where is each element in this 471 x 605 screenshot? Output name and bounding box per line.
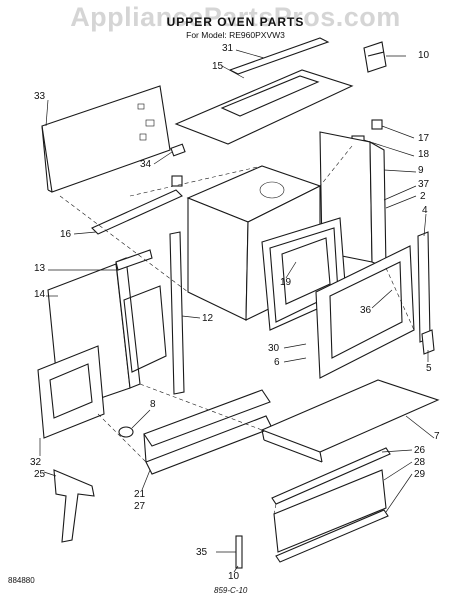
part-top-strip (228, 37, 330, 75)
callout-10-bottom: 10 (228, 571, 240, 582)
part-right-strip (417, 231, 431, 343)
callout-35: 35 (196, 547, 208, 558)
callout-16: 16 (60, 229, 72, 240)
part-strip-35 (235, 535, 243, 569)
part-post-12 (169, 231, 185, 395)
part-top-panel (174, 69, 354, 145)
part-front-frame (315, 245, 415, 379)
callout-33: 33 (34, 91, 46, 102)
callout-34: 34 (140, 159, 152, 170)
part-bracket-5 (421, 329, 435, 355)
callout-37: 37 (418, 179, 430, 190)
part-strip-29 (275, 509, 389, 563)
part-bracket-13 (115, 249, 153, 271)
callout-19: 19 (280, 277, 292, 288)
callout-25: 25 (34, 469, 46, 480)
callout-4: 4 (422, 205, 428, 216)
drawing-code: 884880 (8, 576, 35, 585)
callout-15: 15 (212, 61, 224, 72)
part-34-clip (170, 143, 186, 157)
callout-2: 2 (420, 191, 426, 202)
page-title: UPPER OVEN PARTS (166, 15, 305, 29)
part-burner-tray (143, 389, 273, 475)
callout-28: 28 (414, 457, 426, 468)
part-vent-rail (91, 175, 183, 235)
callout-10: 10 (418, 50, 430, 61)
callout-29: 29 (414, 469, 426, 480)
model-subtitle: For Model: RE960PXVW3 (186, 30, 285, 40)
part-panel-28 (273, 469, 387, 553)
callout-8: 8 (150, 399, 156, 410)
part-bracket-25 (53, 469, 95, 543)
callout-14: 14 (34, 289, 46, 300)
callout-18: 18 (418, 149, 430, 160)
callout-30: 30 (268, 343, 280, 354)
part-back-panel (41, 85, 171, 193)
part-17 (371, 119, 383, 130)
part-bracket-top (363, 41, 387, 73)
part-bottom-pan (260, 379, 440, 463)
callout-21: 21 (134, 489, 146, 500)
callout-9: 9 (418, 165, 424, 176)
part-8-knob (118, 426, 134, 438)
callout-36: 36 (360, 305, 372, 316)
callout-26: 26 (414, 445, 426, 456)
callout-32: 32 (30, 457, 42, 468)
callout-13: 13 (34, 263, 46, 274)
alignment-lines (59, 145, 415, 515)
callout-7: 7 (434, 431, 440, 442)
leader-lines (39, 49, 435, 573)
sheet-code: 859-C-10 (214, 586, 248, 595)
callout-17: 17 (418, 133, 430, 144)
callout-12: 12 (202, 313, 214, 324)
part-lower-left-panel (37, 345, 105, 439)
callout-6: 6 (274, 357, 280, 368)
callout-31: 31 (222, 43, 234, 54)
callout-5: 5 (426, 363, 432, 374)
callout-27: 27 (134, 501, 146, 512)
part-strip-26 (271, 447, 391, 505)
